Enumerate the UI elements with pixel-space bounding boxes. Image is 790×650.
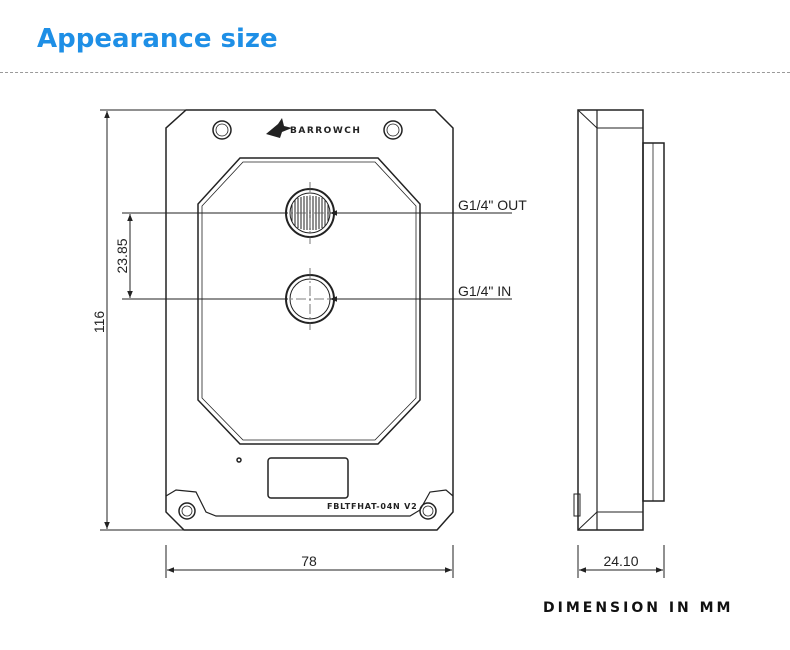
height-dimension-label: 116 <box>91 311 107 334</box>
page-title: Appearance size <box>37 24 278 54</box>
port-spacing-dimension <box>122 212 288 300</box>
centre-lines <box>278 182 342 330</box>
dimension-unit-note: DIMENSION IN MM <box>543 600 734 616</box>
mount-hole-top-left <box>212 120 232 140</box>
port-spacing-label: 23.85 <box>114 238 130 273</box>
port-callouts <box>330 210 512 302</box>
brand-logo: BARROWCH <box>266 118 361 138</box>
svg-text:BARROWCH: BARROWCH <box>290 126 361 136</box>
block-outline <box>165 109 454 531</box>
thickness-dimension-label: 24.10 <box>603 553 638 569</box>
model-number: FBLTFHAT-04N V2 <box>327 502 418 511</box>
front-view <box>165 109 454 531</box>
out-port-label: G1/4" OUT <box>458 197 527 213</box>
side-profile <box>577 109 644 531</box>
height-dimension <box>100 109 186 531</box>
shark-logo-icon <box>266 118 292 138</box>
coolant-chamber <box>197 157 421 445</box>
mount-hole-top-right <box>383 120 403 140</box>
mount-hole-bottom-right <box>419 502 437 520</box>
mount-hole-bottom-left <box>178 502 196 520</box>
width-dimension <box>165 545 454 578</box>
label-window <box>267 457 349 499</box>
width-dimension-label: 78 <box>301 553 317 569</box>
header-divider <box>0 72 790 73</box>
thickness-dimension <box>577 545 665 578</box>
side-port-fitting <box>642 142 665 502</box>
led-dot <box>236 457 242 463</box>
in-port-label: G1/4" IN <box>458 283 511 299</box>
side-view <box>573 109 665 531</box>
